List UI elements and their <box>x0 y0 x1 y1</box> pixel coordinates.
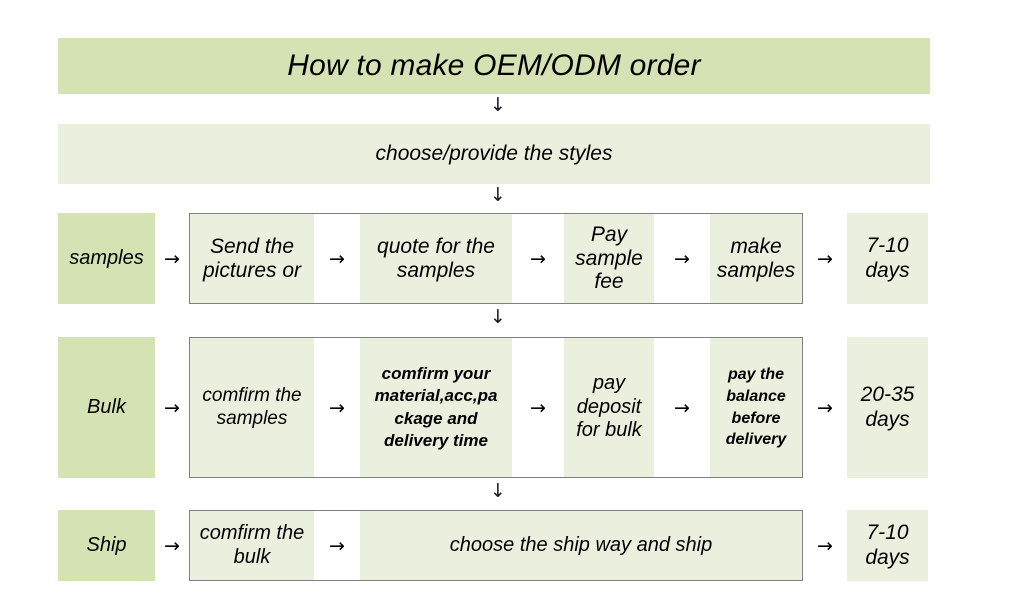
duration-box-samples: 7-10 days <box>847 213 928 304</box>
page-title: How to make OEM/ODM order <box>287 49 701 82</box>
row-ship: Ship → comfirm the bulk → choose the shi… <box>58 510 930 581</box>
right-arrow-icon: → <box>512 214 564 303</box>
stage-label-text: Ship <box>86 534 127 556</box>
down-arrow-icon: ↓ <box>490 184 506 206</box>
step-cell: pay the balance before delivery <box>710 338 802 477</box>
right-arrow-icon: → <box>314 214 360 303</box>
step-cell: choose the ship way and ship <box>360 511 802 580</box>
stage-label-samples: samples <box>58 213 155 304</box>
stage-label-ship: Ship <box>58 510 155 581</box>
right-arrow-icon: → <box>817 247 833 270</box>
down-arrow-icon: ↓ <box>490 480 506 502</box>
stage-label-bulk: Bulk <box>58 337 155 478</box>
step-cell: make samples <box>710 214 802 303</box>
right-arrow-icon: → <box>654 214 710 303</box>
steps-table-samples: Send the pictures or → quote for the sam… <box>189 213 803 304</box>
row-bulk: Bulk → comfirm the samples → comfirm you… <box>58 337 930 478</box>
step-cell: comfirm the samples <box>190 338 314 477</box>
row-samples: samples → Send the pictures or → quote f… <box>58 213 930 304</box>
right-arrow-icon: → <box>164 534 180 557</box>
step-cell: comfirm your material,acc,pa ckage and d… <box>360 338 512 477</box>
down-arrow-icon: ↓ <box>490 94 506 116</box>
duration-box-bulk: 20-35 days <box>847 337 928 478</box>
step-cell: Pay sample fee <box>564 214 654 303</box>
subtitle-band: choose/provide the styles <box>58 124 930 184</box>
duration-text: 7-10 days <box>865 234 910 282</box>
step-cell: quote for the samples <box>360 214 512 303</box>
chart-title-band: How to make OEM/ODM order <box>58 38 930 94</box>
stage-label-text: samples <box>69 247 144 269</box>
right-arrow-icon: → <box>164 247 180 270</box>
steps-table-ship: comfirm the bulk → choose the ship way a… <box>189 510 803 581</box>
steps-table-bulk: comfirm the samples → comfirm your mater… <box>189 337 803 478</box>
right-arrow-icon: → <box>314 338 360 477</box>
subtitle-text: choose/provide the styles <box>375 142 613 165</box>
step-cell: Send the pictures or <box>190 214 314 303</box>
right-arrow-icon: → <box>817 396 833 419</box>
right-arrow-icon: → <box>164 396 180 419</box>
duration-text: 7-10 days <box>865 521 910 569</box>
duration-box-ship: 7-10 days <box>847 510 928 581</box>
step-cell: comfirm the bulk <box>190 511 314 580</box>
stage-label-text: Bulk <box>87 396 126 418</box>
right-arrow-icon: → <box>654 338 710 477</box>
down-arrow-icon: ↓ <box>490 306 506 328</box>
duration-text: 20-35 days <box>860 383 915 431</box>
right-arrow-icon: → <box>314 511 360 580</box>
step-cell: pay deposit for bulk <box>564 338 654 477</box>
right-arrow-icon: → <box>817 534 833 557</box>
right-arrow-icon: → <box>512 338 564 477</box>
